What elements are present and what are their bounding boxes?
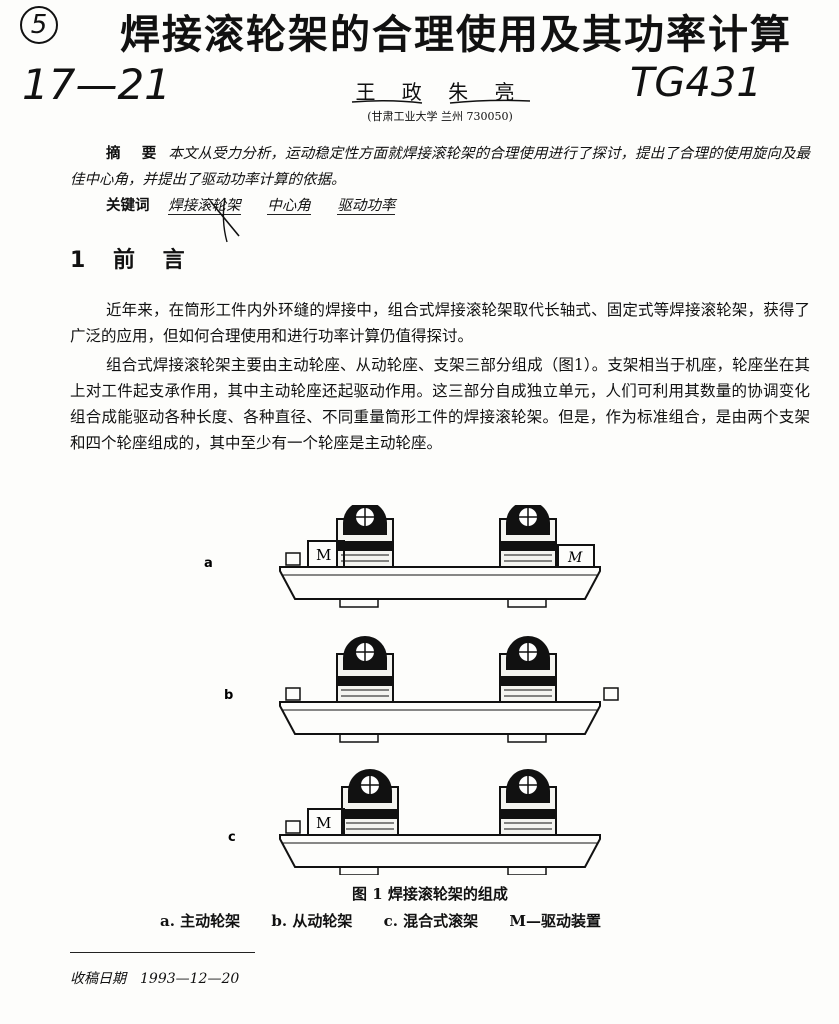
circled-number-mark: 5: [20, 6, 58, 44]
figure-1-drawing: a b c M M M: [204, 500, 619, 876]
legend-item: c. 混合式滚架: [383, 912, 479, 930]
received-date: 1993—12—20: [140, 971, 240, 987]
paragraph-2: 组合式焊接滚轮架主要由主动轮座、从动轮座、支架三部分组成（图1）。支架相当于机座…: [70, 356, 810, 452]
footnote-rule: [70, 952, 255, 953]
figure-panel-label: c: [228, 830, 236, 845]
legend-item: M—驱动装置: [509, 912, 602, 930]
motor-label: M: [567, 550, 583, 566]
keywords-line: 关键词 焊接滚轮架 中心角 驱动功率: [106, 194, 417, 215]
abstract-text: 本文从受力分析，运动稳定性方面就焊接滚轮架的合理使用进行了探讨，提出了合理的使用…: [70, 146, 810, 188]
paper-title: 焊接滚轮架的合理使用及其功率计算: [120, 12, 792, 58]
handwritten-cross-mark: [210, 197, 240, 243]
section-number: 1: [70, 248, 96, 273]
figure-panel-label: b: [224, 688, 233, 703]
paragraph-1: 近年来，在筒形工件内外环缝的焊接中，组合式焊接滚轮架取代长轴式、固定式等焊接滚轮…: [70, 301, 810, 345]
figure-legend: a. 主动轮架 b. 从动轮架 c. 混合式滚架 M—驱动装置: [160, 910, 627, 931]
handwritten-classification-code: TG431: [630, 60, 762, 106]
keyword-item: 中心角: [267, 198, 311, 215]
motor-label: M: [316, 814, 331, 832]
figure-1: a b c M M M: [190, 500, 650, 879]
legend-item: b. 从动轮架: [271, 912, 353, 930]
keywords-label: 关键词: [106, 197, 150, 214]
author-underline: [351, 99, 531, 104]
keyword-item: 焊接滚轮架: [168, 198, 241, 215]
motor-label: M: [316, 546, 331, 564]
figure-caption: 图 1 焊接滚轮架的组成: [352, 885, 508, 903]
abstract-label: 摘 要: [106, 145, 165, 162]
abstract: 摘 要本文从受力分析，运动稳定性方面就焊接滚轮架的合理使用进行了探讨，提出了合理…: [70, 141, 810, 193]
keyword-item: 驱动功率: [337, 198, 396, 215]
section-heading: 1 前 言: [70, 242, 195, 274]
handwritten-page-range: 17—21: [22, 60, 171, 109]
section-title: 前 言: [112, 248, 195, 273]
author-affiliation: (甘肃工业大学 兰州 730050): [367, 110, 513, 123]
legend-item: a. 主动轮架: [160, 912, 241, 930]
figure-panel-label: a: [204, 556, 213, 571]
received-label: 收稿日期: [70, 971, 126, 987]
received-date-footnote: 收稿日期 1993—12—20: [70, 968, 239, 988]
